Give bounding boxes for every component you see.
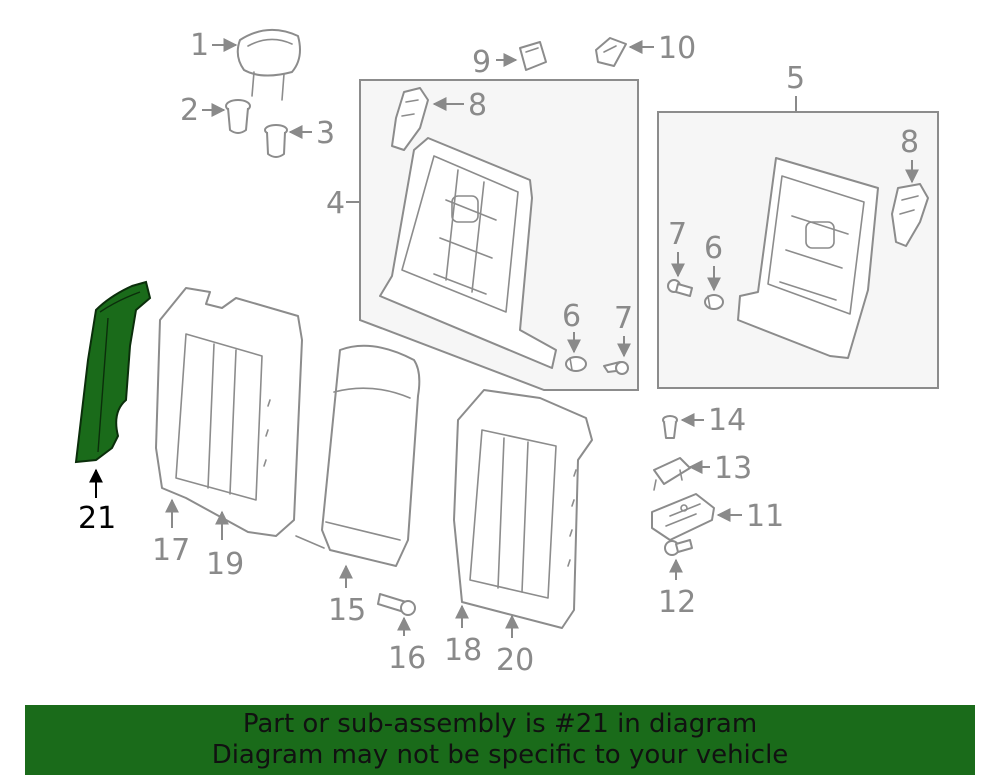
callout-14: 14: [708, 403, 746, 438]
banner-line-2: Diagram may not be specific to your vehi…: [211, 740, 789, 770]
callout-20: 20: [496, 643, 534, 678]
part-4-frame-left[interactable]: [379, 137, 557, 369]
callout-9: 9: [472, 45, 491, 80]
info-banner: Part or sub-assembly is #21 in diagram D…: [25, 705, 975, 775]
callout-11: 11: [746, 499, 784, 534]
part-8-release-right[interactable]: [891, 183, 929, 247]
part-7-bolt-left[interactable]: [603, 361, 629, 375]
callout-6a: 6: [562, 299, 581, 334]
part-13-bracket[interactable]: [653, 457, 691, 491]
part-6-bushing-right[interactable]: [704, 294, 724, 310]
callout-15: 15: [328, 593, 366, 628]
callout-16: 16: [388, 641, 426, 676]
part-15-center-armrest[interactable]: [295, 344, 421, 567]
part-3-guide[interactable]: [264, 124, 288, 158]
callout-7b: 7: [668, 217, 687, 252]
callout-12: 12: [658, 585, 696, 620]
part-9-bracket[interactable]: [519, 41, 547, 71]
part-12-bolt[interactable]: [664, 539, 693, 556]
banner-line-1: Part or sub-assembly is #21 in diagram: [242, 709, 758, 739]
part-21-trim-panel[interactable]: [74, 280, 152, 464]
part-16-pin[interactable]: [377, 593, 416, 616]
part-5-frame-right[interactable]: [737, 157, 879, 359]
part-10-latch-cover[interactable]: [595, 37, 627, 67]
part-8-release-left[interactable]: [391, 87, 429, 151]
callout-8a: 8: [468, 88, 487, 123]
part-1-headrest[interactable]: [236, 29, 301, 101]
callout-5: 5: [786, 61, 805, 96]
callout-19: 19: [206, 547, 244, 582]
callout-13: 13: [714, 451, 752, 486]
callout-7a: 7: [614, 301, 633, 336]
callout-10: 10: [658, 31, 696, 66]
callout-2: 2: [180, 93, 199, 128]
part-11-hinge[interactable]: [651, 493, 715, 541]
part-7-bolt-right[interactable]: [667, 279, 693, 297]
callout-18: 18: [444, 633, 482, 668]
parts-diagram: 1 2 3 9 10 4 8: [74, 28, 939, 678]
callout-1: 1: [190, 28, 209, 63]
part-2-guide[interactable]: [225, 99, 251, 134]
part-19-seatback-cover-left[interactable]: [155, 287, 303, 537]
callout-4: 4: [326, 186, 345, 221]
callout-17: 17: [152, 533, 190, 568]
callout-21: 21: [78, 501, 116, 536]
part-14-bolt[interactable]: [662, 415, 678, 439]
callout-6b: 6: [704, 231, 723, 266]
part-20-seatback-cover-right[interactable]: [453, 389, 593, 629]
part-6-bushing-left[interactable]: [565, 356, 587, 372]
callout-8b: 8: [900, 125, 919, 160]
callout-3: 3: [316, 116, 335, 151]
